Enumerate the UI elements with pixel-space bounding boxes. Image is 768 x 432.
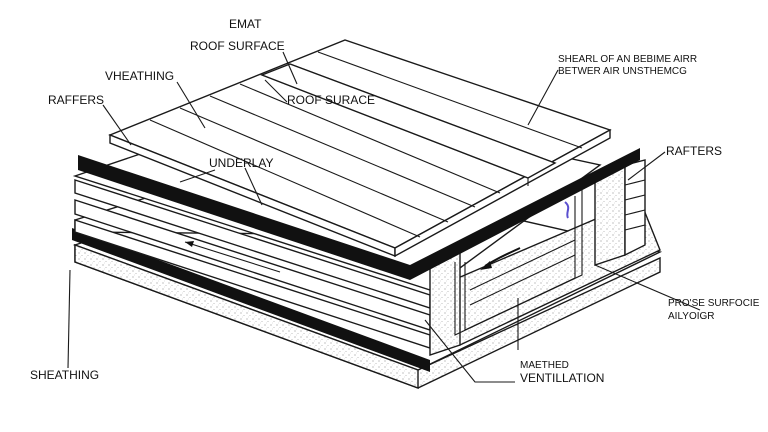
lower-membrane (72, 228, 430, 372)
leader-lines (67, 51, 701, 383)
ventilation-arrows (184, 201, 570, 273)
label-roof-surace: ROOF SURACE (287, 93, 375, 107)
roof-deck (108, 39, 612, 258)
label-shearl-line1: SHEARL OF AN BEBIME AIRR (558, 54, 697, 65)
label-roof-surface-top: ROOF SURFACE (190, 39, 285, 53)
label-raffers: RAFFERS (48, 93, 104, 107)
label-sheathing: SHEATHING (30, 368, 99, 382)
label-rafters-right: RAFTERS (666, 144, 722, 158)
label-vheathing: VHEATHING (105, 69, 174, 83)
labels: EMAT ROOF SURFACE VHEATHING RAFFERS ROOF… (30, 17, 760, 385)
label-ventillation: VENTILLATION (520, 371, 604, 385)
rafter-block (429, 159, 661, 356)
upper-membrane (78, 148, 640, 280)
label-maethed: MAETHED (520, 360, 569, 371)
label-prose-line1: PRO'SE SURFOCIE (668, 298, 760, 309)
label-emat: EMAT (229, 17, 262, 31)
label-prose-line2: AILYOIGR (668, 311, 715, 322)
label-underlay: UNDERLAY (209, 156, 273, 170)
label-shearl-line2: BETWER AIR UNSTHEMCG (558, 66, 687, 77)
